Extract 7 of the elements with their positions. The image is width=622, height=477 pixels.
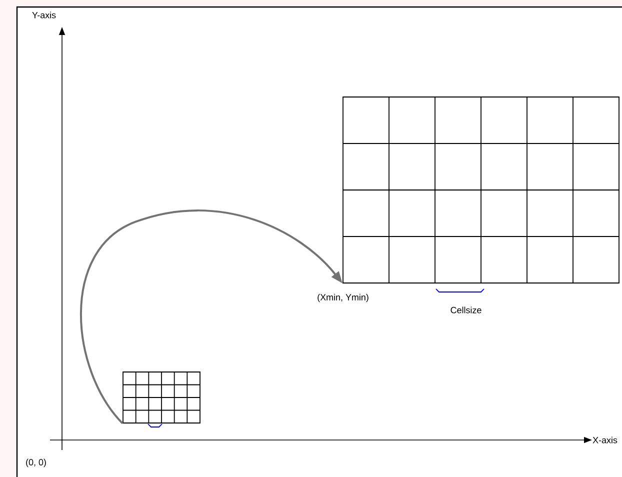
origin-label: (0, 0) <box>26 458 46 468</box>
grid <box>122 372 200 424</box>
cellsize-label: Cellsize <box>450 306 482 314</box>
axis-label: X-axis <box>592 436 618 444</box>
axis-label: Y-axis <box>32 12 56 18</box>
grid <box>342 96 620 284</box>
coordinate-label: (Xmin, Ymin) <box>318 294 368 302</box>
